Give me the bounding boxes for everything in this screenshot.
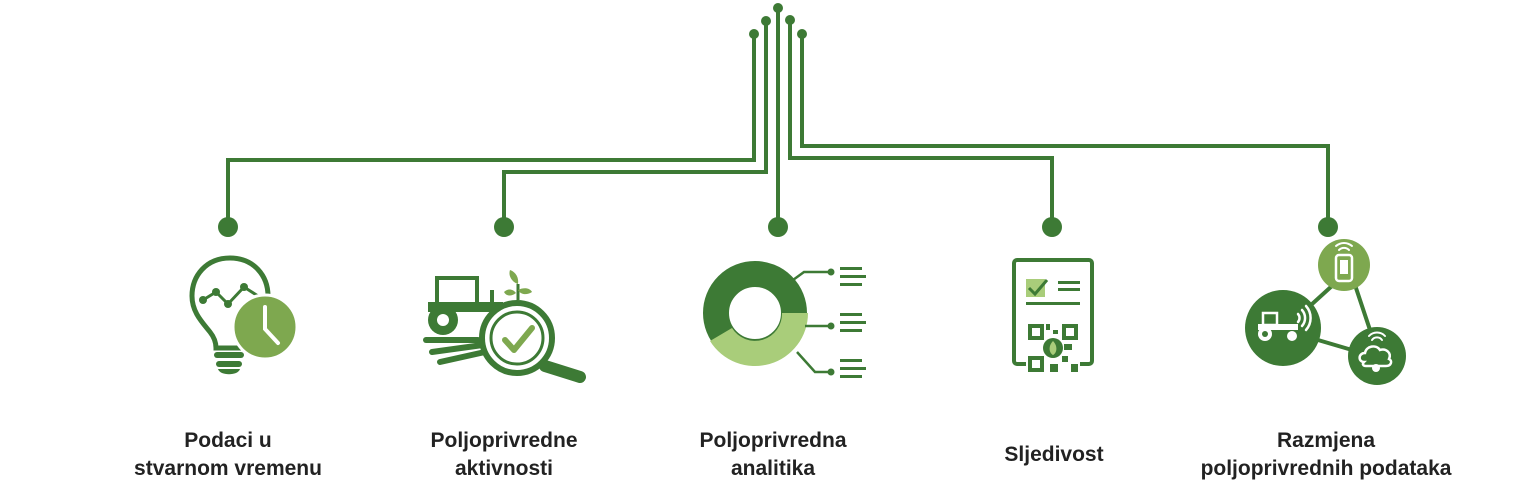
document-qr-code-icon — [1012, 258, 1094, 374]
connected-devices-icon — [1245, 239, 1406, 385]
label-agricultural-analytics: Poljoprivredna analitika — [699, 429, 847, 480]
label-agricultural-activities: Poljoprivredne aktivnosti — [430, 429, 578, 480]
label-agricultural-data-exchange: Razmjena poljoprivrednih podataka — [1200, 429, 1452, 480]
tractor-magnifier-check-icon — [423, 270, 586, 383]
donut-chart-icon — [703, 261, 866, 378]
label-real-time-data: Podaci u stvarnom vremenu — [134, 429, 322, 480]
label-traceability: Sljedivost — [1004, 443, 1104, 466]
lightbulb-clock-icon — [189, 255, 299, 375]
